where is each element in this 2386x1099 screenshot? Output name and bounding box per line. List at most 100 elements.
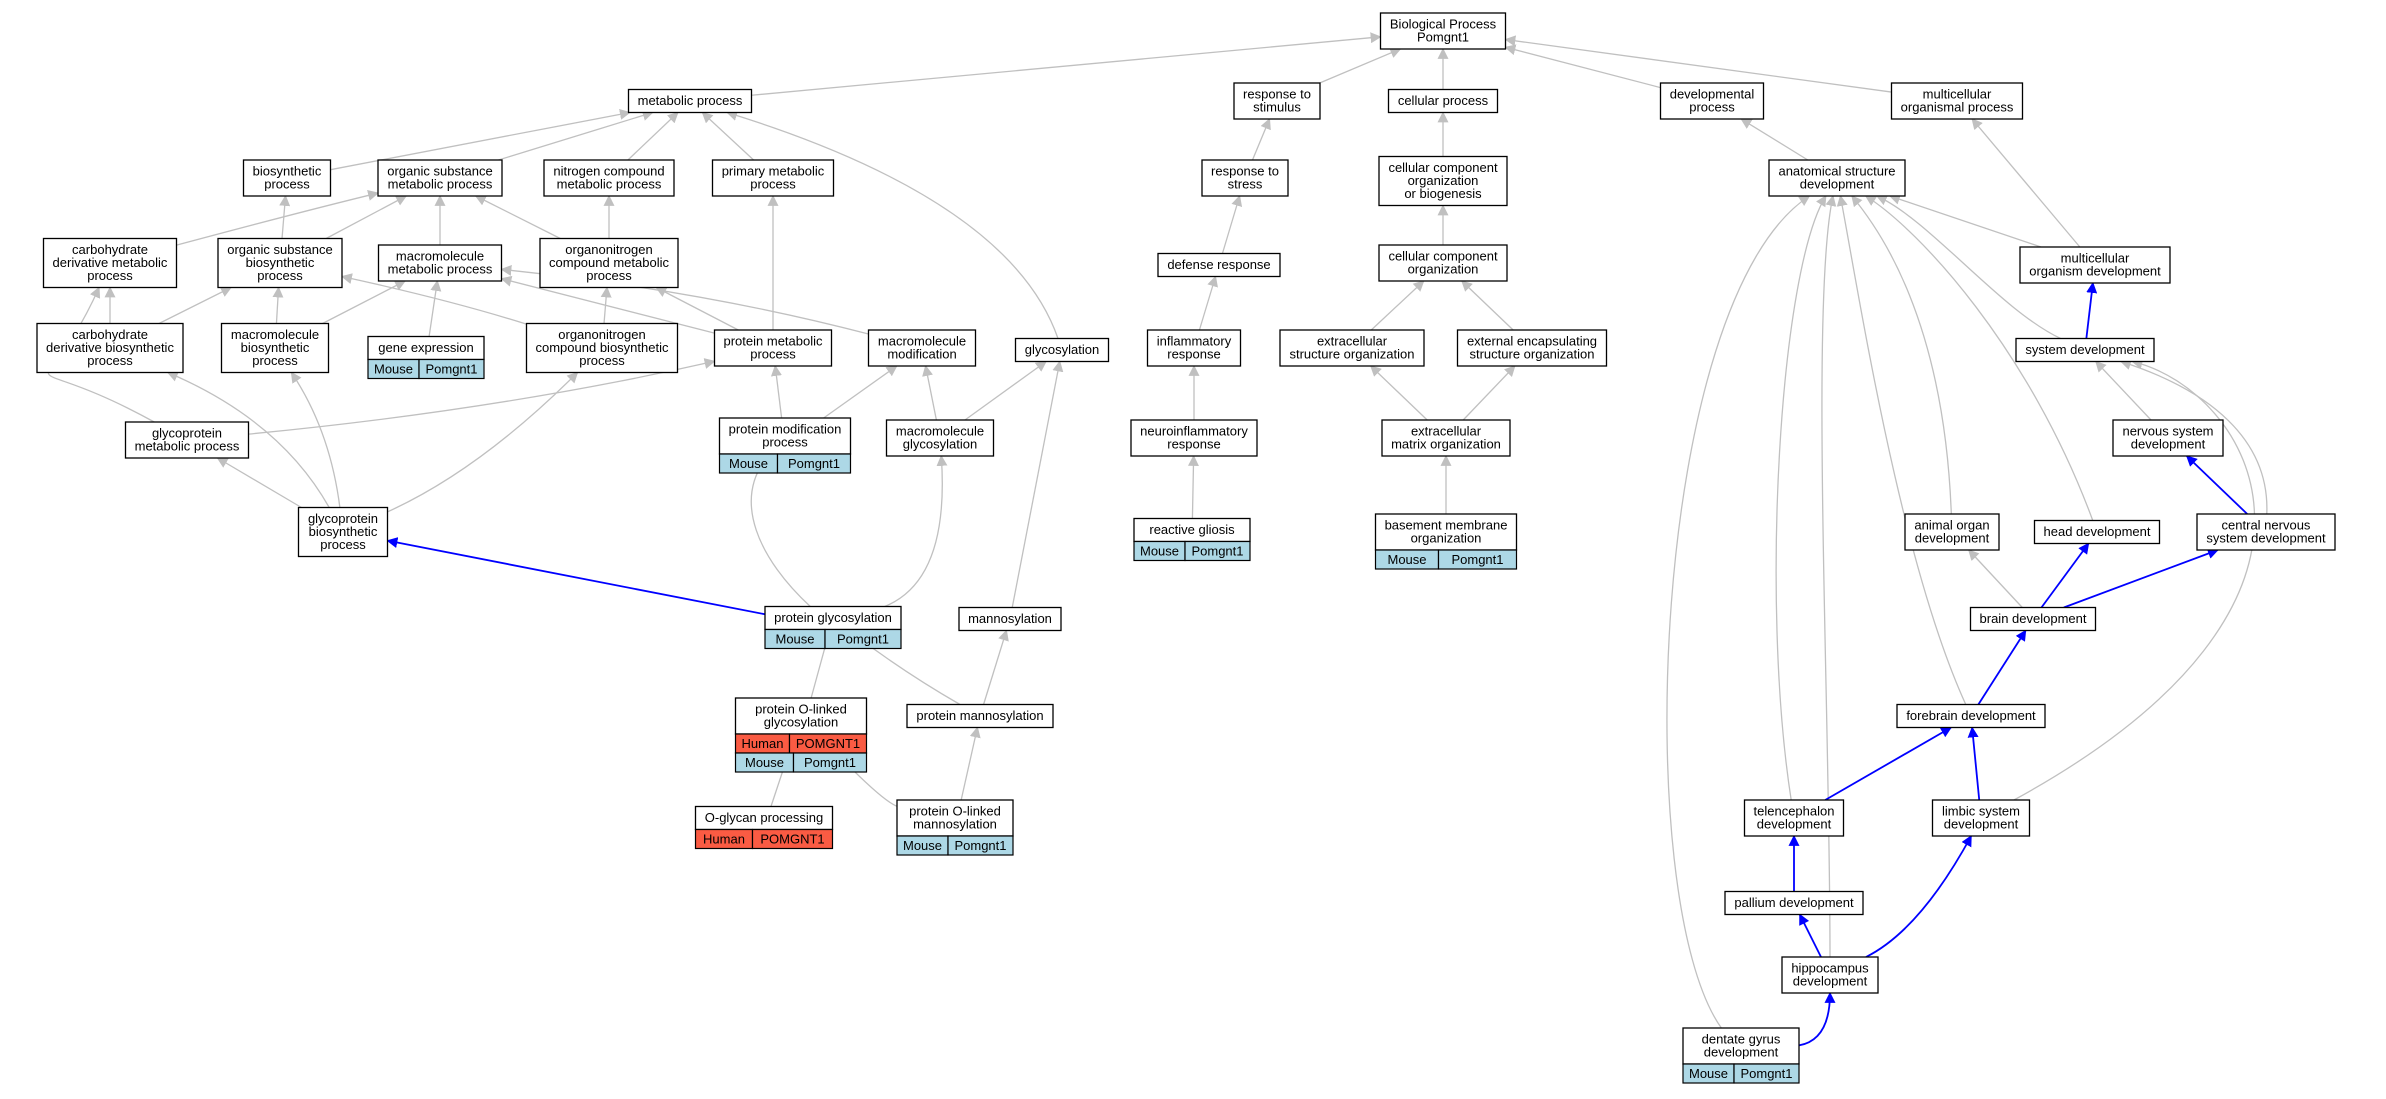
go-term-node-brain-development[interactable]: brain development	[1969, 606, 2097, 632]
is-a-edge	[272, 286, 284, 324]
highlighted-is-a-edge	[1865, 835, 1972, 958]
go-term-node-system-development[interactable]: system development	[2015, 337, 2155, 363]
node-label-line: response to	[1211, 164, 1279, 179]
node-box	[1659, 82, 1765, 120]
is-a-edge	[600, 286, 612, 324]
is-a-edge	[1198, 275, 1218, 331]
node-label-line: O-glycan processing	[705, 810, 824, 825]
node-label-line: compound biosynthetic	[536, 340, 669, 355]
go-term-node-protein-mannosylation[interactable]: protein mannosylation	[906, 703, 1054, 729]
node-label-line: central nervous	[2222, 518, 2311, 533]
is-a-edge	[884, 454, 948, 608]
node-box	[896, 799, 1014, 837]
node-label-line: organonitrogen	[565, 242, 652, 257]
is-a-edge	[1836, 194, 1967, 705]
node-label-line: process	[1689, 100, 1735, 115]
node-label-line: gene expression	[378, 340, 473, 355]
is-a-edge	[1971, 118, 2081, 248]
node-box	[377, 159, 503, 197]
is-a-edge	[1251, 117, 1271, 161]
go-term-node-defense-response[interactable]: defense response	[1157, 252, 1281, 278]
go-term-node-metabolic-process[interactable]: metabolic process	[627, 88, 753, 114]
node-label-line: macromolecule	[896, 424, 984, 439]
is-a-edge	[1462, 365, 1516, 421]
go-term-node-head-development[interactable]: head development	[2033, 519, 2161, 545]
is-a-edge	[1504, 44, 1661, 89]
species-label: Human	[742, 736, 784, 751]
node-box	[2015, 337, 2155, 363]
go-term-node-pallium-development[interactable]: pallium development	[1724, 890, 1864, 916]
is-a-edge	[325, 195, 408, 240]
go-term-node-cellular-process[interactable]: cellular process	[1387, 88, 1499, 114]
node-label-line: process	[762, 435, 808, 450]
go-term-node-glycosylation[interactable]: glycosylation	[1014, 337, 1110, 363]
is-a-edge	[1968, 549, 2023, 608]
gene-symbol: Pomgnt1	[425, 362, 477, 377]
node-box	[713, 329, 833, 367]
go-term-node-mannosylation[interactable]: mannosylation	[958, 606, 1062, 632]
gene-symbol: Pomgnt1	[804, 755, 856, 770]
is-a-edge	[1187, 454, 1199, 519]
node-box	[627, 88, 753, 114]
node-label-line: forebrain development	[1906, 708, 2036, 723]
node-label-line: glycoprotein	[152, 426, 222, 441]
node-label-line: glycoprotein	[308, 511, 378, 526]
go-term-node-forebrain-development[interactable]: forebrain development	[1896, 703, 2046, 729]
is-a-edge	[1740, 118, 1809, 161]
is-a-edge	[751, 32, 1382, 96]
is-a-edge	[290, 371, 341, 508]
node-label-line: mannosylation	[913, 817, 997, 832]
node-label-line: derivative metabolic	[53, 255, 168, 270]
highlighted-is-a-edge	[386, 537, 766, 616]
node-label-line: development	[2131, 437, 2206, 452]
node-label-line: response	[1167, 437, 1220, 452]
